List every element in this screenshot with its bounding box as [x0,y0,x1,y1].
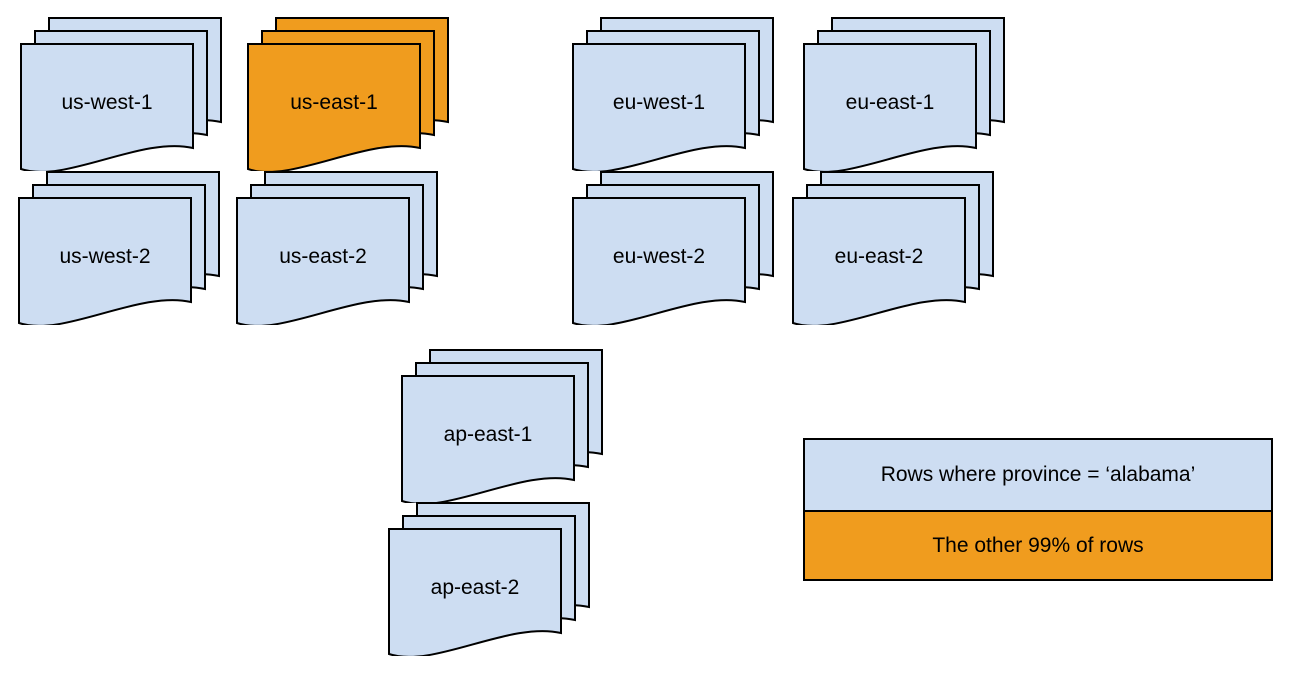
legend-item-other-rows: The other 99% of rows [805,512,1271,579]
document-stack-icon [572,17,774,171]
document-shape-front [20,43,194,171]
document-shape-front [247,43,421,171]
document-stack-icon [247,17,449,171]
region-label: eu-west-2 [612,245,706,268]
document-stack-icon [388,502,590,656]
document-shape-front [803,43,977,171]
region-stack-ap-east-1: ap-east-1 [400,348,604,503]
region-label: eu-east-2 [834,245,924,268]
region-stack-eu-west-2: eu-west-2 [571,170,775,325]
document-shape-front [572,197,746,325]
document-stack-icon [401,349,603,503]
document-shape-front [18,197,192,325]
legend-label: Rows where province = ‘alabama’ [880,463,1196,486]
region-label: us-west-1 [61,91,153,114]
document-stack-icon [236,171,438,325]
document-shape-front [236,197,410,325]
legend-item-alabama-rows: Rows where province = ‘alabama’ [805,440,1271,512]
document-stack-icon [572,171,774,325]
region-stack-us-east-2: us-east-2 [235,170,439,325]
region-stack-eu-east-1: eu-east-1 [802,16,1006,171]
document-shape-front [572,43,746,171]
legend: Rows where province = ‘alabama’ The othe… [803,438,1273,581]
document-stack-icon [20,17,222,171]
region-label: eu-east-1 [845,91,935,114]
region-label: us-west-2 [59,245,151,268]
legend-label: The other 99% of rows [932,533,1144,557]
region-label: us-east-2 [279,245,367,268]
region-stack-us-east-1: us-east-1 [246,16,450,171]
region-stack-us-west-2: us-west-2 [17,170,221,325]
document-stack-icon [803,17,1005,171]
document-shape-front [401,375,575,503]
region-label: eu-west-1 [612,91,706,114]
region-stack-eu-west-1: eu-west-1 [571,16,775,171]
region-stack-us-west-1: us-west-1 [19,16,223,171]
region-label: ap-east-1 [443,423,533,446]
document-shape-front [792,197,966,325]
document-stack-icon [18,171,220,325]
region-label: ap-east-2 [430,576,520,599]
region-label: us-east-1 [290,91,378,114]
region-stack-eu-east-2: eu-east-2 [791,170,995,325]
region-stack-ap-east-2: ap-east-2 [387,501,591,656]
document-stack-icon [792,171,994,325]
document-shape-front [388,528,562,656]
